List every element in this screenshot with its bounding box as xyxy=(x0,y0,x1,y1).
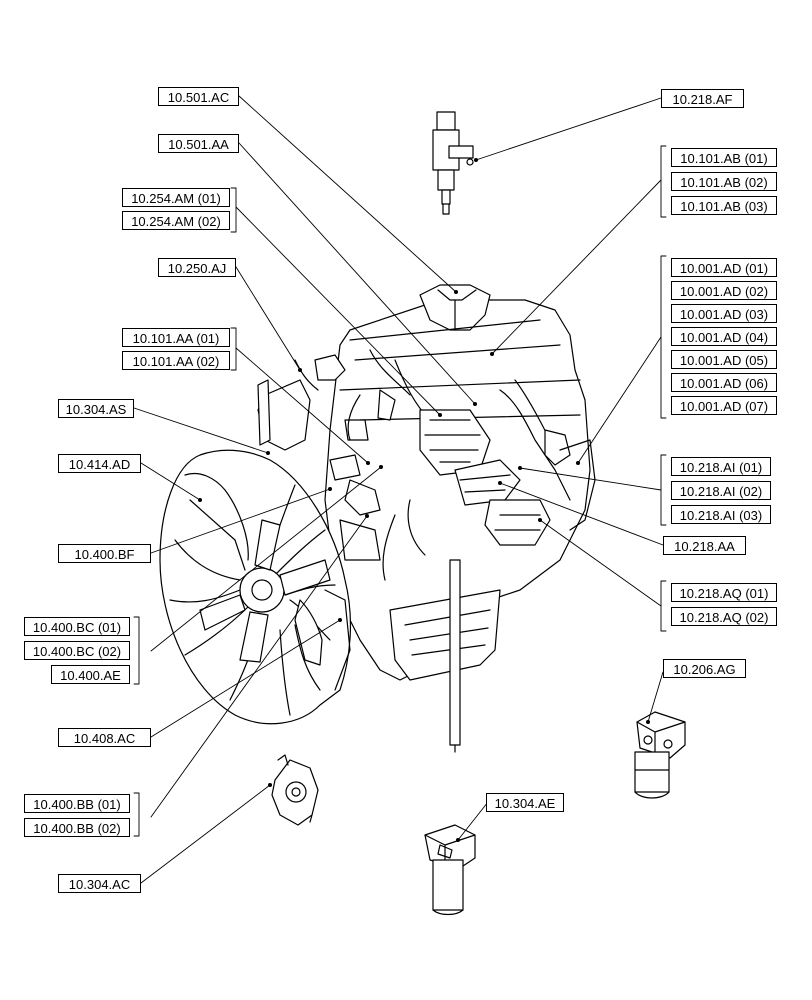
label-10-101-ab-02[interactable]: 10.101.AB (02) xyxy=(671,172,777,191)
label-10-001-ad-02[interactable]: 10.001.AD (02) xyxy=(671,281,777,300)
label-10-218-aq-02[interactable]: 10.218.AQ (02) xyxy=(671,607,777,626)
label-10-304-ac[interactable]: 10.304.AC xyxy=(58,874,141,893)
label-10-400-bc-02[interactable]: 10.400.BC (02) xyxy=(24,641,130,660)
label-10-101-ab-03[interactable]: 10.101.AB (03) xyxy=(671,196,777,215)
label-10-400-bb-01[interactable]: 10.400.BB (01) xyxy=(24,794,130,813)
label-10-218-af[interactable]: 10.218.AF xyxy=(661,89,744,108)
label-10-206-ag[interactable]: 10.206.AG xyxy=(663,659,746,678)
label-10-218-ai-01[interactable]: 10.218.AI (01) xyxy=(671,457,771,476)
label-10-304-as[interactable]: 10.304.AS xyxy=(58,399,134,418)
fuel-injector xyxy=(432,111,474,215)
fuel-filter-right xyxy=(634,711,686,799)
label-10-501-aa[interactable]: 10.501.AA xyxy=(158,134,239,153)
label-10-218-aq-01[interactable]: 10.218.AQ (01) xyxy=(671,583,777,602)
label-10-218-ai-02[interactable]: 10.218.AI (02) xyxy=(671,481,771,500)
label-10-400-bf[interactable]: 10.400.BF xyxy=(58,544,151,563)
label-10-001-ad-07[interactable]: 10.001.AD (07) xyxy=(671,396,777,415)
label-10-400-bc-01[interactable]: 10.400.BC (01) xyxy=(24,617,130,636)
label-brackets xyxy=(133,145,667,837)
label-10-101-aa-02[interactable]: 10.101.AA (02) xyxy=(122,351,230,370)
label-10-101-ab-01[interactable]: 10.101.AB (01) xyxy=(671,148,777,167)
label-10-304-ae[interactable]: 10.304.AE xyxy=(486,793,564,812)
label-10-400-bb-02[interactable]: 10.400.BB (02) xyxy=(24,818,130,837)
label-10-101-aa-01[interactable]: 10.101.AA (01) xyxy=(122,328,230,347)
fuel-filter-lower xyxy=(424,824,476,916)
fan-pulley-bracket xyxy=(271,754,319,826)
label-10-001-ad-03[interactable]: 10.001.AD (03) xyxy=(671,304,777,323)
label-10-414-ad[interactable]: 10.414.AD xyxy=(58,454,141,473)
label-10-408-ac[interactable]: 10.408.AC xyxy=(58,728,151,747)
label-10-250-aj[interactable]: 10.250.AJ xyxy=(158,258,236,277)
label-10-001-ad-05[interactable]: 10.001.AD (05) xyxy=(671,350,777,369)
leader-lines xyxy=(133,95,664,884)
label-10-001-ad-06[interactable]: 10.001.AD (06) xyxy=(671,373,777,392)
label-10-254-am-01[interactable]: 10.254.AM (01) xyxy=(122,188,230,207)
label-10-218-ai-03[interactable]: 10.218.AI (03) xyxy=(671,505,771,524)
label-10-400-ae[interactable]: 10.400.AE xyxy=(51,665,130,684)
label-10-001-ad-04[interactable]: 10.001.AD (04) xyxy=(671,327,777,346)
label-10-218-aa[interactable]: 10.218.AA xyxy=(663,536,746,555)
label-10-001-ad-01[interactable]: 10.001.AD (01) xyxy=(671,258,777,277)
label-10-254-am-02[interactable]: 10.254.AM (02) xyxy=(122,211,230,230)
label-10-501-ac[interactable]: 10.501.AC xyxy=(158,87,239,106)
cooling-fan xyxy=(159,449,352,725)
engine-block xyxy=(257,284,596,753)
callout-dots xyxy=(198,158,650,842)
